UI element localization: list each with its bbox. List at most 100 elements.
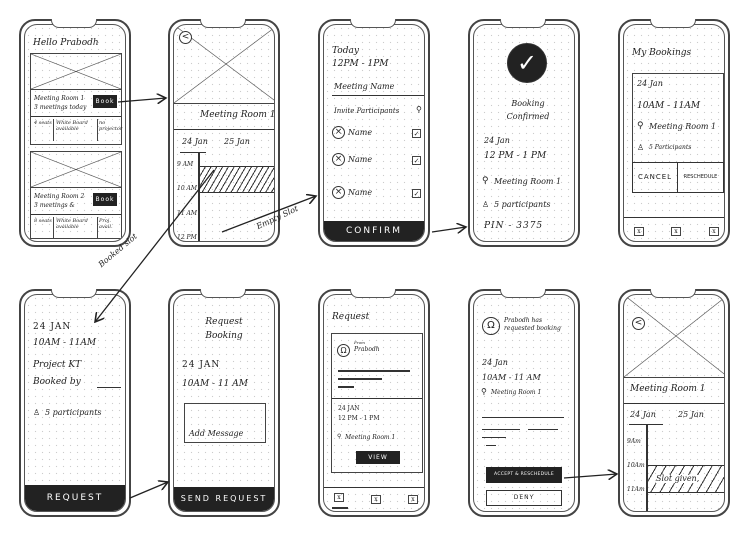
given-slot[interactable]: Slot given,	[647, 465, 724, 493]
participants: 5 participants	[494, 200, 551, 209]
room-title: Meeting Room 1	[630, 384, 706, 394]
back-icon[interactable]: <	[632, 317, 645, 330]
participant-checkbox[interactable]: ✓	[412, 156, 421, 165]
meeting-name-input[interactable]: Meeting Name	[334, 82, 395, 91]
send-request-button[interactable]: SEND REQUEST	[174, 487, 274, 511]
room: Meeting Room 1	[491, 389, 542, 396]
from-label: From	[354, 340, 365, 345]
time: 10AM - 11 AM	[182, 379, 248, 389]
time: 12 PM - 1 PM	[484, 151, 547, 161]
book-button[interactable]: Book	[93, 193, 117, 206]
invite-participants[interactable]: Invite Participants	[334, 107, 400, 115]
participant-checkbox[interactable]: ✓	[412, 189, 421, 198]
phone-slot-given: < Meeting Room 1 24 Jan 25 Jan 9Am 10Am …	[618, 289, 730, 517]
time: 12PM - 1PM	[332, 59, 389, 69]
accept-reschedule-button[interactable]: ACCEPT & RESCHEDULE	[486, 467, 562, 483]
avatar-icon: ×	[332, 186, 345, 199]
time-label: 12 PM	[177, 234, 197, 241]
person-icon: ♙	[482, 200, 490, 209]
time-label: 11Am	[627, 486, 645, 493]
booked-slot[interactable]	[199, 166, 274, 193]
location-pin-icon: ⚲	[482, 176, 489, 186]
room-card-2[interactable]: Meeting Room 2 3 meetings & Book 8 seats…	[30, 151, 122, 239]
seats: 8 seats	[34, 218, 52, 224]
date-tab[interactable]: 25 Jan	[224, 137, 250, 146]
room-meetings: 3 meetings today	[34, 104, 87, 111]
project-name: Project KT	[33, 360, 82, 370]
tab-icon[interactable]: x	[709, 227, 719, 236]
date: 24 JAN	[338, 405, 360, 412]
slot-label: Slot given,	[656, 474, 700, 483]
time: 10AM - 11AM	[33, 338, 97, 348]
phone-request-detail: Ω Prabodh has requested booking 24 Jan 1…	[468, 289, 580, 517]
request-button[interactable]: REQUEST	[25, 485, 125, 511]
whiteboard: White Board available	[56, 218, 88, 230]
room-name: Meeting Room 1	[34, 95, 85, 102]
participant-name: Name	[348, 155, 373, 164]
book-button[interactable]: Book	[93, 95, 117, 108]
tab-icon[interactable]: x	[408, 495, 418, 504]
avatar-icon: ×	[332, 126, 345, 139]
sender-name: Prabodh	[354, 346, 380, 353]
page-title: Request Booking	[205, 317, 243, 341]
pin: PIN - 3375	[484, 221, 544, 231]
room-meetings: 3 meetings &	[34, 202, 75, 209]
day: Today	[332, 46, 359, 56]
date: 24 Jan	[637, 79, 663, 88]
time: 10AM - 11AM	[637, 101, 701, 111]
page-title: My Bookings	[632, 48, 692, 58]
location-pin-icon: ⚲	[637, 121, 644, 131]
time: 10AM - 11 AM	[482, 373, 541, 382]
greeting: Hello Prabodh	[33, 38, 99, 48]
avatar-icon: Ω	[337, 344, 350, 357]
date-tab-active[interactable]: 24 Jan	[630, 410, 656, 419]
date-tab[interactable]: 25 Jan	[678, 410, 704, 419]
phone-request-booking: Request Booking 24 JAN 10AM - 11 AM Add …	[168, 289, 280, 517]
confirm-button[interactable]: CONFIRM	[324, 221, 424, 241]
view-button[interactable]: VIEW	[356, 451, 400, 464]
booked-by: Booked by	[33, 377, 81, 387]
participant-checkbox[interactable]: ✓	[412, 129, 421, 138]
date: 24 JAN	[33, 322, 72, 332]
seats: 4 seats	[34, 120, 52, 126]
request-card[interactable]: Ω From Prabodh 24 JAN 12 PM - 1 PM ⚲ Mee…	[331, 333, 423, 473]
message-input[interactable]: Add Message	[184, 403, 266, 443]
time-label: 10 AM	[177, 185, 198, 192]
tab-icon[interactable]: x	[671, 227, 681, 236]
participants: 5 participants	[45, 408, 102, 417]
divider	[53, 119, 54, 141]
time: 12 PM - 1 PM	[338, 415, 380, 422]
reschedule-button[interactable]: RESCHEDULE	[677, 162, 724, 193]
divider	[53, 217, 54, 239]
time-label: 10Am	[627, 462, 645, 469]
tab-icon[interactable]: x	[371, 495, 381, 504]
page-title: Request	[332, 312, 370, 322]
search-icon[interactable]: ⚲	[416, 105, 422, 114]
room: Meeting Room 1	[494, 177, 562, 186]
request-message: Prabodh has requested booking	[504, 317, 561, 332]
phone-my-bookings: My Bookings 24 Jan 10AM - 11AM ⚲ Meeting…	[618, 19, 730, 247]
phone-create-meeting: Today 12PM - 1PM Meeting Name Invite Par…	[318, 19, 430, 247]
avatar-icon: Ω	[482, 317, 500, 335]
room-image	[624, 295, 724, 378]
projector: no projector	[99, 120, 123, 132]
room-card-1[interactable]: Meeting Room 1 3 meetings today Book 4 s…	[30, 53, 122, 145]
date: 24 Jan	[484, 136, 510, 145]
room: Meeting Room 1	[345, 434, 396, 441]
back-icon[interactable]: <	[179, 31, 192, 44]
date-tab-active[interactable]: 24 Jan	[182, 137, 208, 146]
cancel-button[interactable]: CANCEL	[632, 162, 678, 193]
person-icon: ♙	[33, 408, 41, 417]
person-icon: ♙	[637, 143, 645, 152]
deny-button[interactable]: DENY	[486, 490, 562, 506]
tab-requests-icon[interactable]: x	[334, 493, 344, 502]
location-pin-icon: ⚲	[481, 387, 487, 396]
avatar-icon: ×	[332, 153, 345, 166]
phone-room-schedule: < Meeting Room 1 24 Jan 25 Jan 9 AM 10 A…	[168, 19, 280, 247]
whiteboard: White Board available	[56, 120, 88, 132]
check-icon: ✓	[507, 43, 547, 83]
time-label: 9Am	[627, 438, 641, 445]
divider	[97, 217, 98, 239]
tab-bookings-icon[interactable]: x	[634, 227, 644, 236]
date: 24 Jan	[482, 358, 508, 367]
